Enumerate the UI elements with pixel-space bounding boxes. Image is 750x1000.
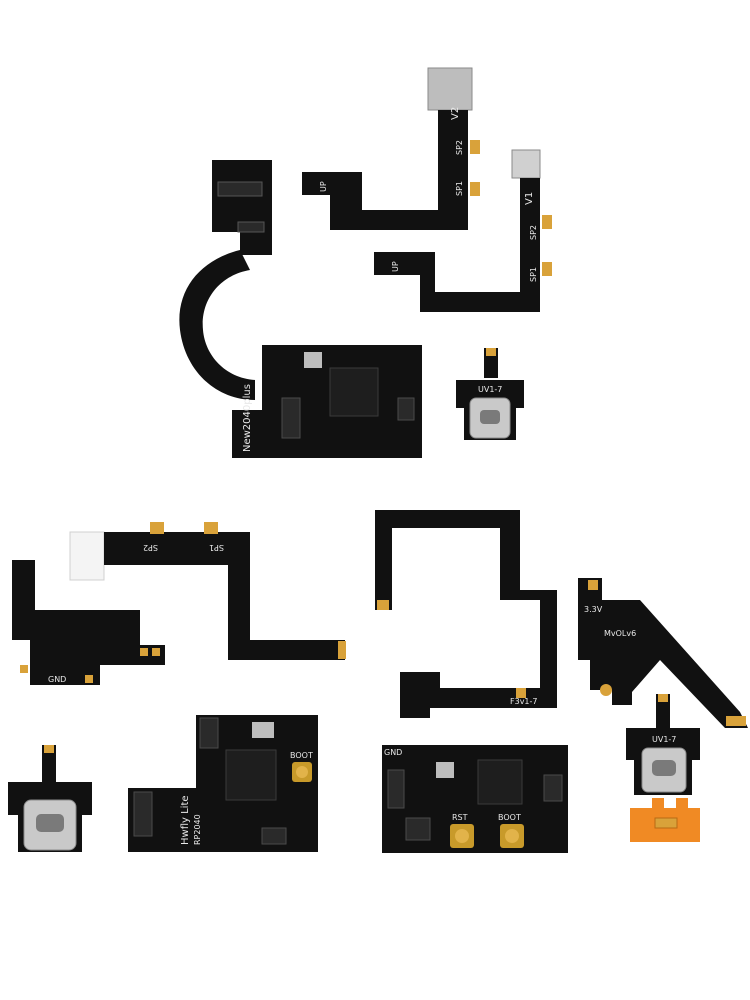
usbc-right-label: UV1-7 (652, 735, 676, 744)
hwfly-boot-button-cap (296, 766, 308, 778)
flex-v2-pad-sp2 (470, 140, 480, 154)
oled-flex-cable: 3.3V MvOLv6 (578, 578, 748, 728)
modchip-board-bottom: GND RST BOOT (382, 745, 568, 853)
usbc-top-label: UV1-7 (478, 385, 502, 394)
hwfly-left-connector (133, 791, 153, 837)
bottom-board-right-connector (543, 774, 563, 802)
usbc-top-port-slot (480, 410, 500, 424)
usbc-right-port-slot (652, 760, 676, 776)
flex-v2-metal-tab (427, 67, 473, 111)
usbc-board-left (8, 745, 92, 852)
f3-flex-side-pad (516, 688, 526, 698)
lite-gnd-pad-1 (140, 648, 148, 656)
new2040-board-label: New2040plus (242, 384, 253, 452)
oled-flex-label: MvOLv6 (604, 629, 636, 638)
hwfly-mcu-chip (225, 749, 277, 801)
lite-gnd-pad-3 (20, 665, 28, 673)
new2040plus-assembly: New2040plus (179, 160, 422, 458)
usbc-board-right: UV1-7 (626, 694, 700, 795)
flex-v1-sp2-label: SP2 (529, 225, 538, 240)
flex-v2-sp2-label: SP2 (455, 140, 464, 155)
lite-flex-pad-sp2 (150, 522, 164, 534)
new2040-top-connector-pad (212, 160, 272, 255)
lite-flex-pad-sp1 (204, 522, 218, 534)
lite-gnd-cable-body (12, 560, 165, 685)
oled-33v-label: 3.3V (584, 605, 603, 614)
usbc-top-tail-pads (486, 348, 496, 356)
hwfly-top-connector (199, 717, 219, 749)
usbc-left-port-slot (36, 814, 64, 832)
new2040-fpc-connector (281, 397, 301, 439)
flex-v1-up-label: UP (391, 261, 400, 272)
usbc-left-tail-pads (44, 745, 54, 753)
lite-gnd-pad-2 (152, 648, 160, 656)
flex-v2-pad-sp1 (470, 182, 480, 196)
bottom-board-boot-button-cap (505, 829, 519, 843)
oled-flex-body (578, 578, 748, 728)
new2040-side-connector (397, 397, 415, 421)
hwfly-lite-board: BOOT Hwfly Lite RP2040 (128, 715, 318, 852)
orange-flex-pad (654, 817, 678, 829)
hwfly-chip-label: RP2040 (193, 814, 202, 845)
orange-flex-piece (630, 798, 700, 842)
flex-v1-metal-tab (511, 149, 541, 179)
oled-flex-screw-pad (600, 684, 612, 696)
flex-v2-sp1-label: SP1 (455, 181, 464, 196)
f3-flex-cable: F3v1-7 (375, 510, 557, 718)
lite-flex-sp1-label: SP1 (209, 543, 224, 552)
flex-v1-pad-sp2 (542, 215, 552, 229)
usbc-right-tail-pads (658, 694, 668, 702)
lite-flex-body (104, 532, 345, 660)
bottom-board-left-connector (387, 769, 405, 809)
flex-v2-label: V2 (450, 107, 461, 120)
usbc-board-top: UV1-7 (456, 348, 524, 440)
hwfly-board-body (128, 715, 318, 852)
lite-flex-cable: SP2 SP1 (69, 522, 346, 660)
lite-flex-end-pads (338, 641, 346, 659)
usbc-right-flex-tail (656, 694, 670, 730)
f3-flex-label: F3v1-7 (510, 697, 538, 706)
bottom-board-boot-label: BOOT (498, 813, 521, 822)
new2040-mcu-chip (329, 367, 379, 417)
new2040-top-connector (217, 181, 263, 197)
hwfly-crystal (252, 722, 274, 738)
new2040-crystal (304, 352, 322, 368)
bottom-board-rst-label: RST (452, 813, 468, 822)
bottom-board-crystal (436, 762, 454, 778)
lite-gnd-pad-4 (85, 675, 93, 683)
oled-flex-end-pads (726, 716, 746, 726)
bottom-board-gnd-label: GND (384, 748, 402, 757)
bottom-board-rst-button-cap (455, 829, 469, 843)
flex-cable-v1: V1 SP2 SP1 UP (374, 149, 552, 312)
lite-flex-sp2-label: SP2 (143, 543, 158, 552)
new2040-top-connector-small (237, 221, 265, 233)
flex-v1-pad-sp1 (542, 262, 552, 276)
new2040-board (232, 345, 422, 458)
flex-v1-label: V1 (524, 192, 535, 205)
flex-v2-body (302, 110, 468, 230)
oled-flex-pad-33v (588, 580, 598, 590)
lite-gnd-cable: GND (12, 560, 165, 685)
flex-cable-v2: V2 SP2 SP1 UP (302, 67, 480, 230)
lite-flex-white-tab (69, 531, 105, 581)
hwfly-bottom-connector (261, 827, 287, 845)
hwfly-board-label: Hwfly Lite (180, 795, 191, 845)
flex-v1-body (374, 178, 540, 312)
lite-gnd-label: GND (48, 675, 66, 684)
new2040-ribbon (179, 250, 255, 400)
bottom-board-lower-connector (405, 817, 431, 841)
f3-flex-body (375, 510, 557, 718)
hwfly-boot-label: BOOT (290, 751, 313, 760)
bottom-board-mcu (477, 759, 523, 805)
usbc-left-flex-tail (42, 745, 56, 783)
f3-flex-end-pads (377, 600, 389, 610)
flex-v1-sp1-label: SP1 (529, 267, 538, 282)
flex-v2-up-label: UP (319, 181, 328, 192)
